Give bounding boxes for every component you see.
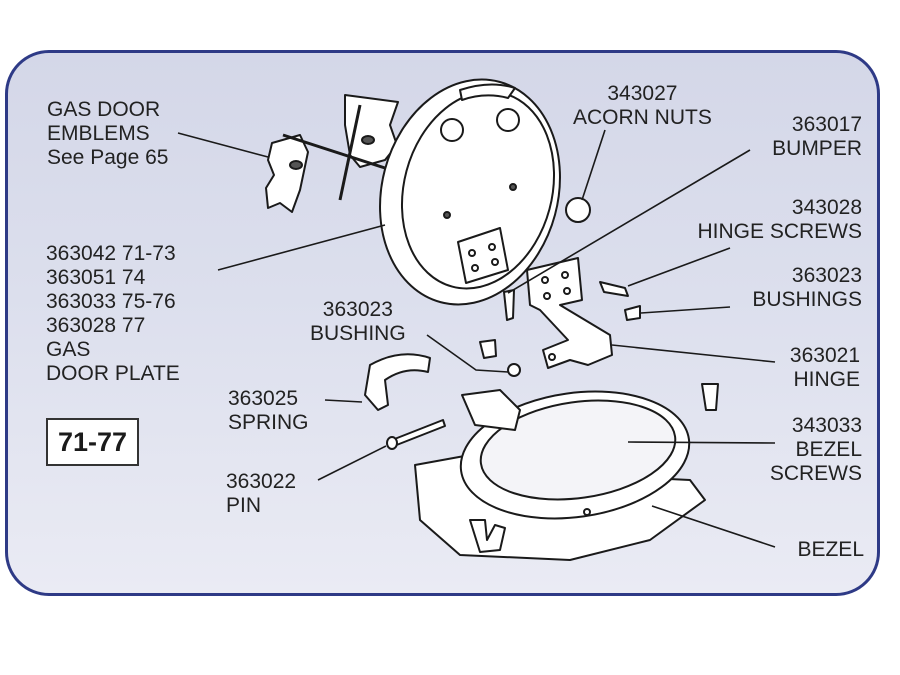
year-range-badge: 71-77 [46, 418, 139, 466]
label-spring: 363025 SPRING [228, 387, 309, 435]
label-hinge: 363021 HINGE [790, 344, 860, 392]
hinge-drawing [526, 257, 613, 369]
label-line: 343033 [791, 414, 862, 437]
label-line: 363022 [226, 470, 297, 493]
bushing-drawing [507, 363, 521, 377]
label-line: See Page 65 [47, 146, 169, 169]
label-line: ACORN NUTS [573, 106, 712, 129]
label-line: BUSHING [310, 322, 406, 345]
leader-lines [177, 129, 776, 548]
label-line: 363051 74 [46, 266, 146, 289]
label-line: GAS DOOR [47, 98, 161, 121]
label-line: GAS [46, 338, 91, 361]
gas-door-emblems-drawing [265, 94, 399, 213]
label-bushing: 363023 BUSHING [310, 298, 406, 346]
bezel-drawing [459, 389, 691, 520]
label-line: 363025 [228, 387, 299, 410]
label-line: BUSHINGS [752, 288, 862, 311]
label-line: BUMPER [772, 137, 862, 160]
label-line: 363023 [791, 264, 862, 287]
label-line: BEZEL [797, 538, 864, 561]
label-line: SPRING [228, 411, 309, 434]
label-gas-door-plate: 363042 71-73 363051 74 363033 75-76 3630… [46, 242, 180, 386]
bushing-clip-drawing [479, 339, 497, 359]
label-line: 363042 71-73 [46, 242, 176, 265]
label-line: 343028 [791, 196, 862, 219]
label-hinge-screws: 343028 HINGE SCREWS [697, 196, 862, 244]
label-line: DOOR PLATE [46, 362, 180, 385]
label-line: 343027 [607, 82, 678, 105]
label-line: 363033 75-76 [46, 290, 176, 313]
pin-drawing [386, 419, 446, 450]
body-clip-drawing [469, 519, 506, 553]
bushings-drawing [624, 305, 641, 321]
label-bushings: 363023 BUSHINGS [752, 264, 862, 312]
label-bezel-screws: 343033 BEZEL SCREWS [770, 414, 862, 486]
label-bumper: 363017 BUMPER [772, 113, 862, 161]
label-line: 363017 [791, 113, 862, 136]
label-line: 363021 [789, 344, 860, 367]
label-line: 363023 [322, 298, 393, 321]
label-line: PIN [226, 494, 262, 517]
label-line: HINGE [793, 368, 860, 391]
label-line: BEZEL [795, 438, 862, 461]
label-line: HINGE SCREWS [697, 220, 862, 243]
gas-door-plate-drawing [379, 78, 561, 306]
label-line: EMBLEMS [47, 122, 150, 145]
label-gas-door-emblems: GAS DOOR EMBLEMS See Page 65 [47, 98, 168, 170]
label-bezel: BEZEL [797, 538, 864, 562]
hinge-screw-drawing [599, 281, 629, 297]
label-line: SCREWS [769, 462, 862, 485]
label-line: 363028 77 [46, 314, 146, 337]
bumper-right-drawing [701, 383, 719, 411]
acorn-nut-drawing [565, 197, 591, 223]
spring-drawing [364, 353, 431, 411]
label-pin: 363022 PIN [226, 470, 296, 518]
bumper-drawing [503, 289, 515, 321]
label-acorn-nuts: 343027 ACORN NUTS [573, 82, 712, 130]
